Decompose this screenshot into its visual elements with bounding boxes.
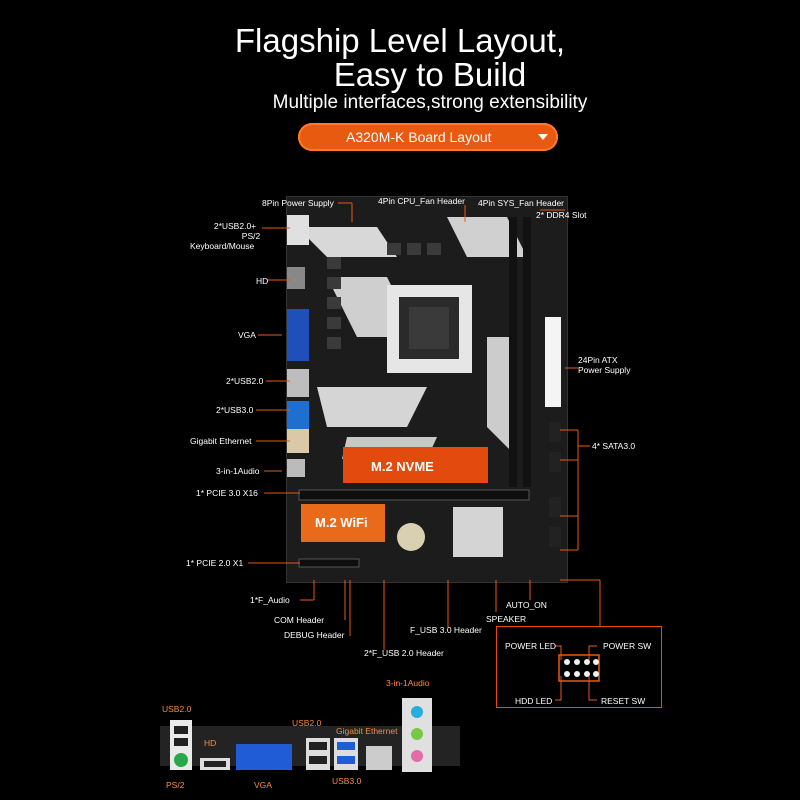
- headline-line2: Easy to Build: [333, 56, 527, 93]
- label-24pin-atx-line2: Power Supply: [578, 365, 631, 375]
- label-power-led: POWER LED: [505, 641, 557, 651]
- rear-io-panel: USB2.0 HD USB2.0 Gigabit Ethernet 3-in-1…: [160, 678, 460, 790]
- label-sys-fan: 4Pin SYS_Fan Header: [478, 198, 564, 208]
- rear-label-ps2: PS/2: [166, 780, 185, 790]
- rear-io-graphic: [160, 698, 460, 772]
- label-cpu-fan: 4Pin CPU_Fan Header: [378, 196, 465, 206]
- label-reset-sw: RESET SW: [601, 696, 646, 706]
- label-8pin-power: 8Pin Power Supply: [262, 198, 334, 208]
- label-pcie-x1: 1* PCIE 2.0 X1: [186, 558, 244, 568]
- front-panel-diagram: [555, 645, 600, 701]
- label-audio: 3-in-1Audio: [216, 466, 260, 476]
- label-pcie-x16: 1* PCIE 3.0 X16: [196, 488, 258, 498]
- rear-label-vga: VGA: [254, 780, 272, 790]
- m2-wifi-label: M.2 WiFi: [315, 515, 368, 530]
- subtitle: Multiple interfaces,strong extensibility: [272, 92, 588, 113]
- board-layout-dropdown[interactable]: A320M-K Board Layout: [298, 123, 558, 151]
- dropdown-label: A320M-K Board Layout: [346, 129, 492, 145]
- label-usb20: 2*USB2.0: [226, 376, 264, 386]
- label-debug-header: DEBUG Header: [284, 630, 345, 640]
- label-power-sw: POWER SW: [603, 641, 652, 651]
- label-24pin-atx-line1: 24Pin ATX: [578, 355, 618, 365]
- label-speaker: SPEAKER: [486, 614, 527, 624]
- label-usb30: 2*USB3.0: [216, 405, 254, 415]
- front-panel-box: POWER LED POWER SW HDD LED RESET SW: [496, 626, 662, 708]
- label-f-usb2: 2*F_USB 2.0 Header: [364, 648, 444, 658]
- rear-label-usb20-b: USB2.0: [292, 718, 322, 728]
- label-auto-on: AUTO_ON: [506, 600, 547, 610]
- m2-nvme-label: M.2 NVME: [371, 459, 434, 474]
- rear-label-gigabit-ethernet: Gigabit Ethernet: [336, 726, 398, 736]
- label-usb-ps2-line2: PS/2: [241, 231, 261, 241]
- headline-line1: Flagship Level Layout,: [234, 22, 566, 59]
- label-hdd-led: HDD LED: [515, 696, 553, 706]
- label-f-audio: 1*F_Audio: [250, 595, 290, 605]
- label-ddr4-slot: 2* DDR4 Slot: [536, 210, 587, 220]
- motherboard-graphic: [281, 197, 567, 582]
- rear-label-usb20-a: USB2.0: [162, 704, 192, 714]
- rear-label-hd: HD: [204, 738, 217, 748]
- label-f-usb3: F_USB 3.0 Header: [410, 625, 482, 635]
- label-usb-ps2-line1: 2*USB2.0+: [213, 221, 257, 231]
- label-vga: VGA: [238, 330, 256, 340]
- label-usb-ps2-line3: Keyboard/Mouse: [190, 241, 255, 251]
- chevron-down-icon: [538, 134, 548, 140]
- label-gigabit-ethernet: Gigabit Ethernet: [190, 436, 252, 446]
- label-hd: HD: [256, 276, 269, 286]
- label-com-header: COM Header: [274, 615, 325, 625]
- motherboard-image: M.2 NVME M.2 WiFi: [281, 196, 568, 583]
- label-sata: 4* SATA3.0: [592, 441, 636, 451]
- rear-label-audio: 3-in-1Audio: [386, 678, 430, 688]
- rear-label-usb30: USB3.0: [332, 776, 362, 786]
